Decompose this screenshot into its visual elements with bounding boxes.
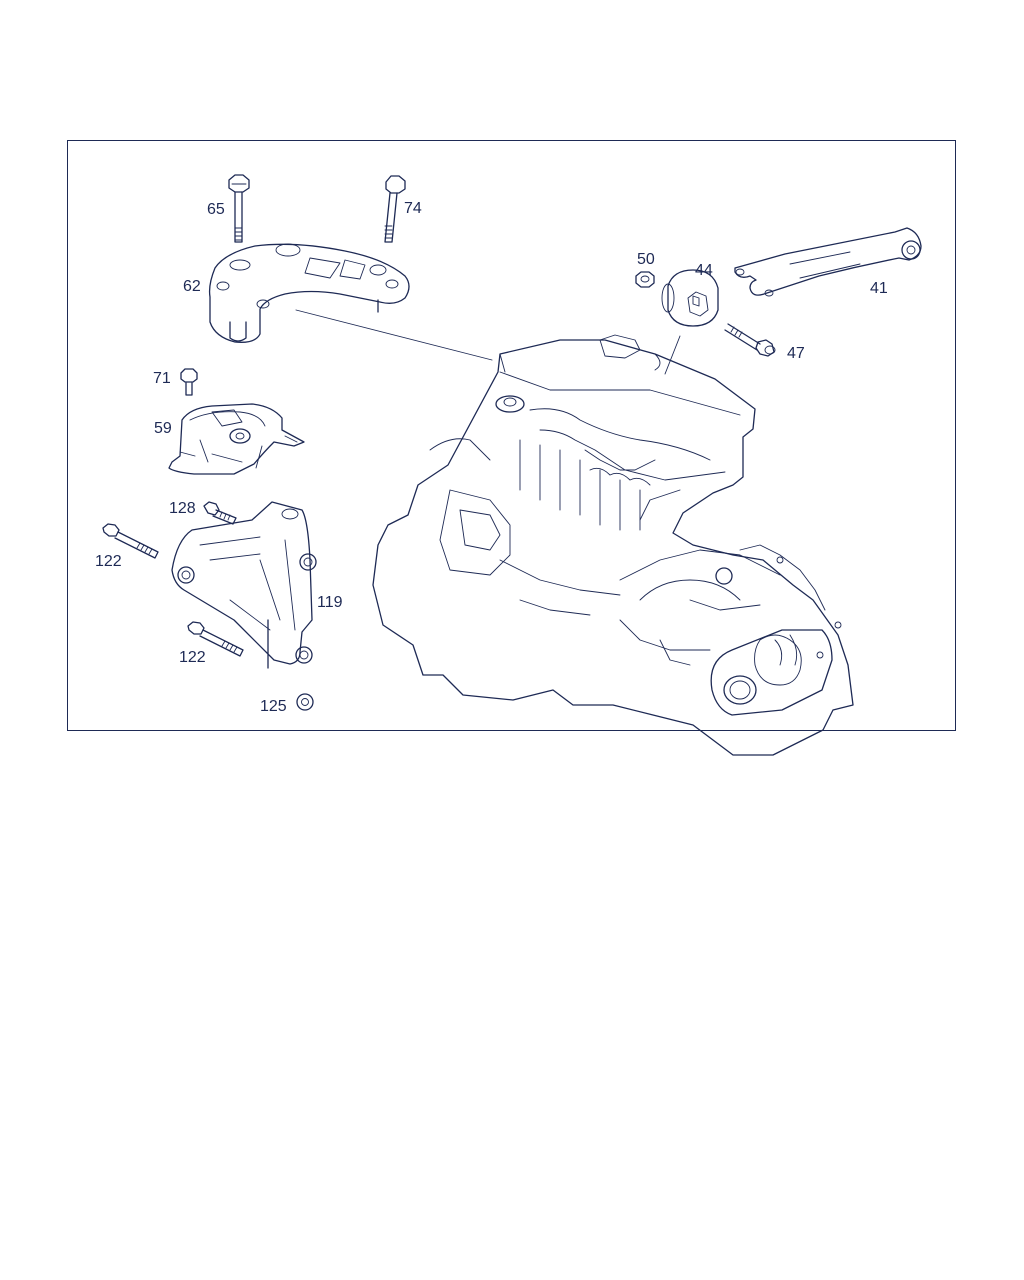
callout-label-128: 128: [169, 500, 196, 517]
leader-lines: [295, 309, 681, 375]
bracket-119: [171, 501, 317, 669]
callout-label-71: 71: [153, 370, 171, 387]
callout-label-65: 65: [207, 201, 225, 218]
torque-arm-41: [734, 227, 922, 297]
diagram-frame: [67, 140, 956, 731]
callout-label-125: 125: [260, 698, 287, 715]
bolt-65: [228, 174, 250, 243]
callout-label-41: 41: [870, 280, 888, 297]
bolt-74: [384, 175, 406, 243]
callout-label-122-lower: 122: [179, 649, 206, 666]
nut-50: [635, 271, 655, 288]
bolt-122-upper: [102, 523, 159, 559]
callout-label-47: 47: [787, 345, 805, 362]
bracket-62: [208, 243, 410, 343]
callout-label-59: 59: [154, 420, 172, 437]
engine-gearbox-assembly: [372, 334, 854, 756]
callout-label-74: 74: [404, 200, 422, 217]
bolt-122-lower: [187, 621, 244, 657]
rubber-mount-44: [661, 269, 719, 327]
callout-label-62: 62: [183, 278, 201, 295]
bolt-71: [180, 368, 198, 396]
callout-label-122-upper: 122: [95, 553, 122, 570]
bolt-47: [724, 323, 776, 357]
callout-label-44: 44: [695, 262, 713, 279]
callout-label-50: 50: [637, 251, 655, 268]
callout-label-119: 119: [317, 594, 343, 611]
engine-mount-59: [168, 403, 305, 475]
callout-labels: 65 74 62 50 44 41 47 71 59 128 122 119 1…: [95, 200, 888, 715]
washer-125: [296, 693, 314, 711]
bolt-128: [203, 501, 237, 525]
